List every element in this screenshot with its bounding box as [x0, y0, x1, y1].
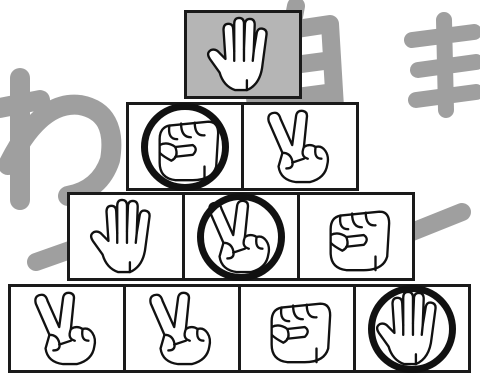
rock-hand-icon [317, 197, 395, 277]
card-scissors[interactable] [123, 284, 241, 373]
card-scissors-circled[interactable] [182, 192, 300, 281]
board-row-3 [67, 192, 412, 281]
board-row-4 [8, 284, 468, 373]
board-row-2 [126, 102, 356, 191]
scissors-hand-icon [143, 289, 221, 369]
card-scissors[interactable] [241, 102, 359, 191]
scissors-hand-icon [202, 197, 280, 277]
card-rock-circled[interactable] [126, 102, 244, 191]
rock-hand-icon [146, 107, 224, 187]
card-scissors[interactable] [8, 284, 126, 373]
card-paper-selected[interactable] [184, 10, 302, 99]
card-rock[interactable] [297, 192, 415, 281]
scissors-hand-icon [261, 107, 339, 187]
board-row-1 [184, 10, 299, 99]
paper-hand-icon [373, 289, 451, 369]
card-paper[interactable] [67, 192, 185, 281]
rock-hand-icon [258, 289, 336, 369]
paper-hand-icon [87, 197, 165, 277]
scissors-hand-icon [28, 289, 106, 369]
paper-hand-icon [204, 15, 282, 95]
card-paper-circled[interactable] [353, 284, 471, 373]
card-rock[interactable] [238, 284, 356, 373]
